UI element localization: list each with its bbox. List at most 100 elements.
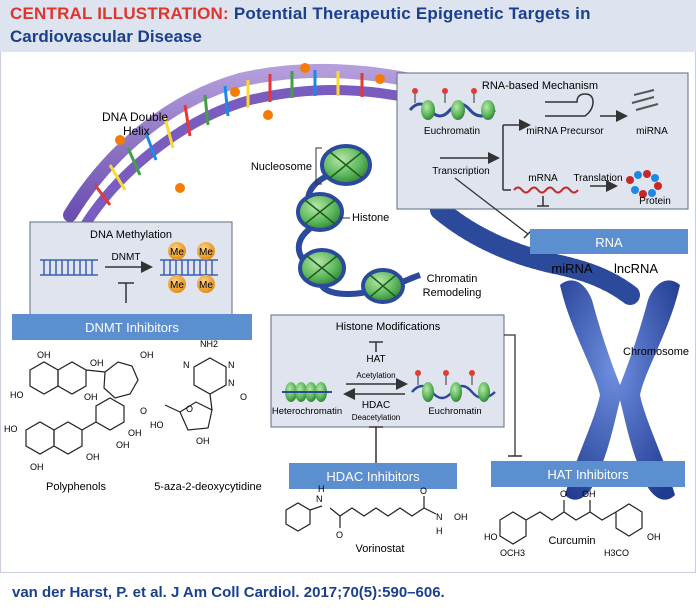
- rna-panel-title: RNA-based Mechanism: [482, 80, 598, 92]
- polyphenol-structure: [25, 361, 139, 455]
- mirna-label: miRNA: [636, 126, 668, 137]
- chem-n-2: N: [183, 360, 190, 370]
- curcumin-structure: [499, 500, 643, 545]
- chem-och3: OCH3: [500, 548, 525, 558]
- chromatin-remodeling-label-2: Remodeling: [423, 287, 482, 299]
- dna-helix-label-1: DNA Double: [102, 110, 168, 124]
- rna-type-mirna: miRNA: [551, 261, 592, 276]
- histone-modifications-panel: Histone Modifications Heterochromatin HA…: [270, 314, 505, 463]
- chem-oh-6: OH: [86, 452, 100, 462]
- polyphenols-label: Polyphenols: [46, 481, 106, 493]
- nucleosome-3: [298, 248, 346, 288]
- header-title-part1: Potential Therapeutic Epigenetic Targets…: [233, 4, 591, 23]
- hdac-inhibitors-label: HDAC Inhibitors: [326, 469, 420, 484]
- nucleosome-chain: Nucleosome Histone: [251, 144, 421, 304]
- methyl-mark-3: Me: [170, 280, 184, 291]
- heterochromatin-label: Heterochromatin: [272, 406, 342, 417]
- chem-o-2: O: [240, 392, 247, 402]
- chem-o-3: O: [186, 404, 193, 414]
- chem-o-6: O: [560, 489, 567, 499]
- vorinostat-label: Vorinostat: [356, 543, 405, 555]
- chem-oh-10: OH: [454, 512, 468, 522]
- chem-o-5: O: [420, 486, 427, 496]
- header-banner: CENTRAL ILLUSTRATION: Potential Therapeu…: [0, 0, 696, 52]
- chem-oh-11: OH: [582, 489, 596, 499]
- rna-mechanism-panel: RNA-based Mechanism Euchromatin Transcri…: [396, 72, 689, 210]
- translation-label: Translation: [573, 173, 622, 184]
- chromatin-remodeling-label-1: Chromatin: [427, 273, 478, 285]
- hdac-label: HDAC: [362, 400, 390, 411]
- vorinostat-structure: [285, 496, 437, 532]
- hat-label: HAT: [366, 354, 385, 365]
- chem-n-3: N: [228, 378, 235, 388]
- header-title-line2: Cardiovascular Disease: [10, 27, 202, 46]
- acetylation-label: Acetylation: [356, 371, 395, 380]
- mrna-label: mRNA: [528, 173, 558, 184]
- hat-inhibitors-label: HAT Inhibitors: [547, 467, 629, 482]
- citation: van der Harst, P. et al. J Am Coll Cardi…: [12, 584, 445, 601]
- chem-o-4: O: [336, 530, 343, 540]
- deacetylation-label: Deacetylation: [352, 413, 400, 422]
- chem-h3co: H3CO: [604, 548, 629, 558]
- chromosome-graphic: Chromosome Chromatin Remodeling: [423, 273, 689, 500]
- dna-helix-label-2: Helix: [123, 124, 150, 138]
- chem-n-5: N: [436, 512, 443, 522]
- rna-box-label: RNA: [595, 235, 623, 250]
- histone-euchromatin-label: Euchromatin: [428, 406, 481, 417]
- histone-label: Histone: [352, 212, 389, 224]
- header-label: CENTRAL ILLUSTRATION:: [10, 4, 229, 23]
- hat-inhibitors-box: HAT Inhibitors: [491, 461, 685, 487]
- histone-panel-title: Histone Modifications: [336, 321, 441, 333]
- nucleosome-4: [361, 268, 405, 304]
- nucleosome-2: [296, 192, 344, 232]
- chromatin-fiber: [430, 200, 640, 305]
- chem-oh-4: OH: [140, 350, 154, 360]
- curcumin-labels: HO OCH3 O OH OH H3CO: [484, 489, 661, 558]
- chem-ho-4: HO: [484, 532, 498, 542]
- dna-methylation-title: DNA Methylation: [90, 229, 172, 241]
- chem-oh-8: OH: [128, 428, 142, 438]
- vorinostat-labels: N H O O N OH H: [316, 484, 468, 540]
- chem-ho-3: HO: [150, 420, 164, 430]
- methyl-mark-2: Me: [199, 247, 213, 258]
- dna-helix-graphic: DNA Double Helix: [63, 63, 417, 230]
- chem-n-1: N: [228, 360, 235, 370]
- rna-type-lncrna: lncRNA: [614, 261, 658, 276]
- rna-euchromatin-label: Euchromatin: [424, 126, 480, 137]
- mirna-precursor-label: miRNA Precursor: [526, 126, 604, 137]
- chem-oh-2: OH: [90, 358, 104, 368]
- dnmt-enzyme-label: DNMT: [112, 252, 141, 263]
- dna-methylation-panel: DNA Methylation DNMT Me Me Me: [29, 221, 233, 316]
- chem-oh-3: OH: [84, 392, 98, 402]
- methyl-mark-1: Me: [170, 247, 184, 258]
- curcumin-label: Curcumin: [548, 535, 595, 547]
- methyl-mark-4: Me: [199, 280, 213, 291]
- azacytidine-label: 5-aza-2-deoxycytidine: [154, 481, 262, 493]
- methyl-groups: Me Me Me Me: [168, 242, 215, 293]
- chem-oh-5: OH: [30, 462, 44, 472]
- chem-oh-1: OH: [37, 350, 51, 360]
- chem-h-1: H: [318, 484, 325, 494]
- chem-n-4: N: [316, 494, 323, 504]
- euchromatin-graphic: [411, 370, 496, 402]
- azacytidine-structure: [164, 357, 227, 431]
- protein-label: Protein: [639, 196, 671, 207]
- chromosome-label: Chromosome: [623, 346, 689, 358]
- polyphenol-labels: OH HO OH OH OH O HO OH OH OH OH: [4, 350, 154, 472]
- nucleosome-1: [320, 144, 372, 186]
- chem-ho-1: HO: [10, 390, 24, 400]
- chem-oh-12: OH: [647, 532, 661, 542]
- chem-oh-9: OH: [196, 436, 210, 446]
- dnmt-inhibitors-box: DNMT Inhibitors: [12, 314, 252, 340]
- protein-graphic: [626, 170, 662, 198]
- chem-h-2: H: [436, 526, 443, 536]
- dnmt-inhibitors-label: DNMT Inhibitors: [85, 320, 179, 335]
- chem-oh-7: OH: [116, 440, 130, 450]
- chem-o-1: O: [140, 406, 147, 416]
- hdac-inhibitors-box: HDAC Inhibitors: [289, 463, 457, 489]
- header-title-line1: CENTRAL ILLUSTRATION: Potential Therapeu…: [10, 4, 591, 24]
- rna-box: RNA miRNA lncRNA: [530, 229, 688, 276]
- azacytidine-labels: NH2 N N N O O HO OH: [150, 339, 247, 446]
- nucleosome-label: Nucleosome: [251, 161, 312, 173]
